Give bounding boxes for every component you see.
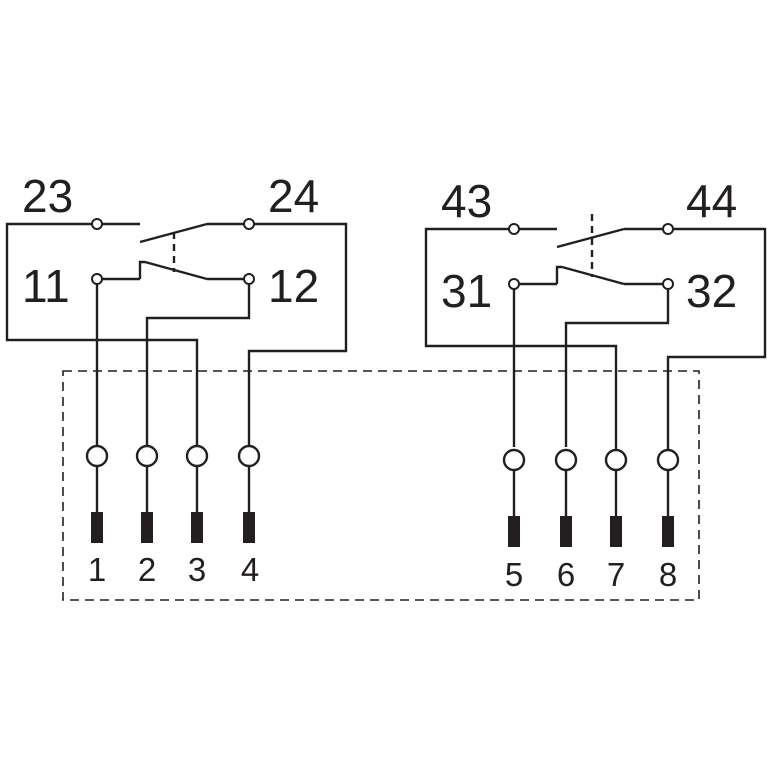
label-11: 11 xyxy=(22,260,70,312)
pin-label-6: 6 xyxy=(557,556,575,593)
pin-label-2: 2 xyxy=(138,551,156,588)
socket-terminal-6 xyxy=(554,448,578,472)
label-32: 32 xyxy=(686,265,737,317)
label-24: 24 xyxy=(268,170,319,222)
label-43: 43 xyxy=(441,175,492,227)
socket-terminal-5 xyxy=(502,448,526,472)
pin-label-8: 8 xyxy=(659,556,677,593)
pin-7 xyxy=(610,516,622,547)
socket-terminal-4 xyxy=(237,444,261,468)
block-right-outline-right xyxy=(666,227,767,461)
pin-3 xyxy=(191,512,203,543)
socket-terminal-8 xyxy=(656,448,680,472)
terminal-dot-24 xyxy=(243,218,255,230)
pin-6 xyxy=(560,516,572,547)
contact-43-44-blade xyxy=(556,227,625,249)
label-44: 44 xyxy=(686,175,737,227)
socket-terminal-7 xyxy=(604,448,628,472)
pin-label-5: 5 xyxy=(505,556,523,593)
contact-31-hook xyxy=(555,265,562,284)
socket-terminal-3 xyxy=(185,444,209,468)
pin-4 xyxy=(243,512,255,543)
pin-label-3: 3 xyxy=(188,551,206,588)
pin-label-1: 1 xyxy=(88,551,106,588)
contact-block-left: 23 24 11 12 xyxy=(5,170,348,461)
wire-12-to-pin-2 xyxy=(145,279,251,447)
block-left-outline-left xyxy=(5,222,199,461)
terminal-dot-44 xyxy=(662,223,674,235)
label-31: 31 xyxy=(441,265,492,317)
socket-terminal-1 xyxy=(85,444,109,468)
label-23: 23 xyxy=(22,170,73,222)
pin-label-7: 7 xyxy=(607,556,625,593)
terminal-dot-31 xyxy=(508,278,520,290)
contact-11-hook xyxy=(138,260,145,279)
pin-8 xyxy=(662,516,674,547)
block-left-outline-right xyxy=(247,222,348,461)
terminal-dot-12 xyxy=(243,273,255,285)
contact-11-12-blade xyxy=(144,260,208,281)
contact-block-right: 43 44 31 32 xyxy=(424,175,767,461)
socket-terminals: 1 2 3 4 5 6 7 8 xyxy=(85,444,680,593)
terminal-dot-23 xyxy=(91,218,103,230)
block-right-outline-left xyxy=(424,227,618,461)
terminal-dot-11 xyxy=(91,273,103,285)
socket-outline xyxy=(62,370,700,601)
pin-5 xyxy=(508,516,520,547)
pin-label-4: 4 xyxy=(241,551,259,588)
wire-32-to-pin-6 xyxy=(564,284,670,447)
pin-2 xyxy=(141,512,153,543)
terminal-dot-43 xyxy=(508,223,520,235)
terminal-dot-32 xyxy=(662,278,674,290)
label-12: 12 xyxy=(268,260,319,312)
pin-1 xyxy=(91,512,103,543)
socket-terminal-2 xyxy=(135,444,159,468)
